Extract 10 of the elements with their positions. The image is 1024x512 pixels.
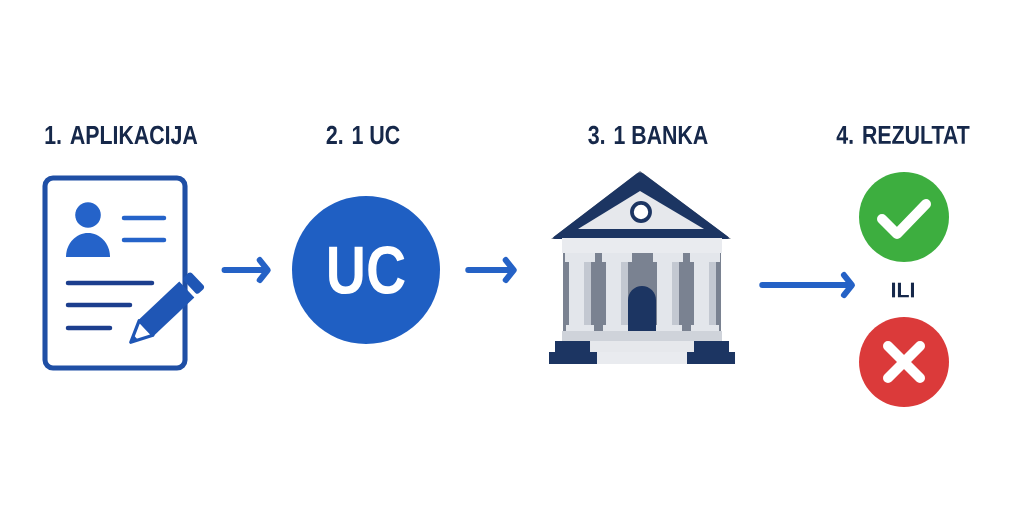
step-heading: 2. 1 UC — [326, 125, 400, 145]
or-label: ILI — [892, 282, 915, 298]
step-heading: 4. REZULTAT — [836, 125, 970, 145]
arrow — [759, 272, 855, 298]
cross-icon — [859, 317, 949, 407]
arrow — [221, 257, 271, 283]
arrow — [465, 257, 517, 283]
step-heading: 1. APLIKACIJA — [45, 125, 198, 145]
step-heading: 3. 1 BANKA — [588, 125, 708, 145]
check-icon — [859, 172, 949, 262]
